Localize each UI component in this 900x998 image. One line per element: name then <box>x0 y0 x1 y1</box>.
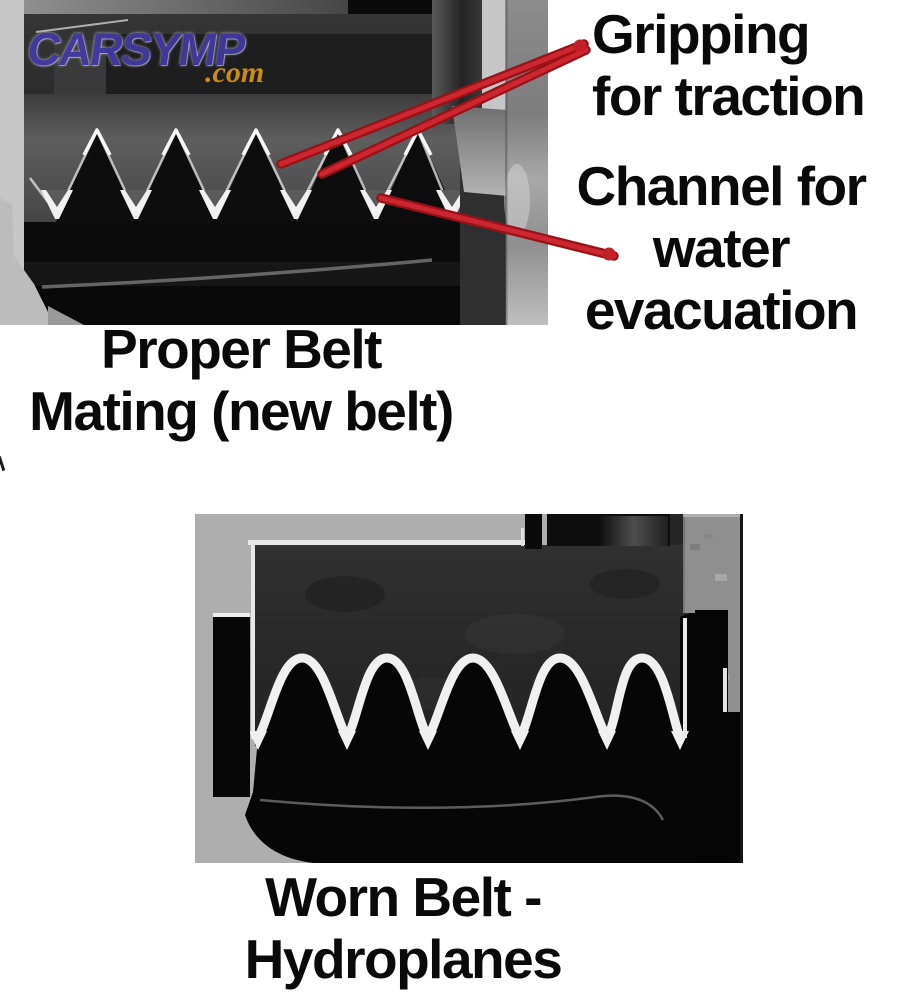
stray-mark <box>0 455 6 472</box>
watermark-suffix: .com <box>205 56 265 89</box>
caption-line: Mating (new belt) <box>29 380 454 442</box>
caption-line: Proper Belt <box>101 318 382 380</box>
pulley-body <box>24 222 476 325</box>
label-line: for traction <box>592 65 866 127</box>
label-line: evacuation <box>584 279 859 341</box>
tooth-mesh-zone <box>24 94 474 224</box>
right-hardware <box>683 514 743 863</box>
worn-teeth-and-pulley <box>245 611 728 863</box>
label-line: water <box>652 217 791 279</box>
worn-belt-photo <box>195 514 743 863</box>
watermark: CARSYMP .com <box>24 22 328 92</box>
label-line: Channel for <box>576 155 867 217</box>
top-hardware <box>521 514 683 549</box>
hydroplane-gap-outline <box>253 653 685 748</box>
label-line: Gripping <box>592 3 811 65</box>
pulley-flange <box>213 613 665 821</box>
caption-line: Worn Belt - <box>265 866 542 928</box>
foreground-gray-wedge <box>0 198 84 325</box>
caption-proper-belt-mating: Proper Belt Mating (new belt) <box>25 318 457 442</box>
caption-line: Hydroplanes <box>244 928 563 990</box>
caption-worn-belt-hydroplanes: Worn Belt - Hydroplanes <box>187 866 619 990</box>
label-gripping-for-traction: Gripping for traction <box>592 3 892 127</box>
label-channel-for-water-evacuation: Channel for water evacuation <box>560 155 882 341</box>
